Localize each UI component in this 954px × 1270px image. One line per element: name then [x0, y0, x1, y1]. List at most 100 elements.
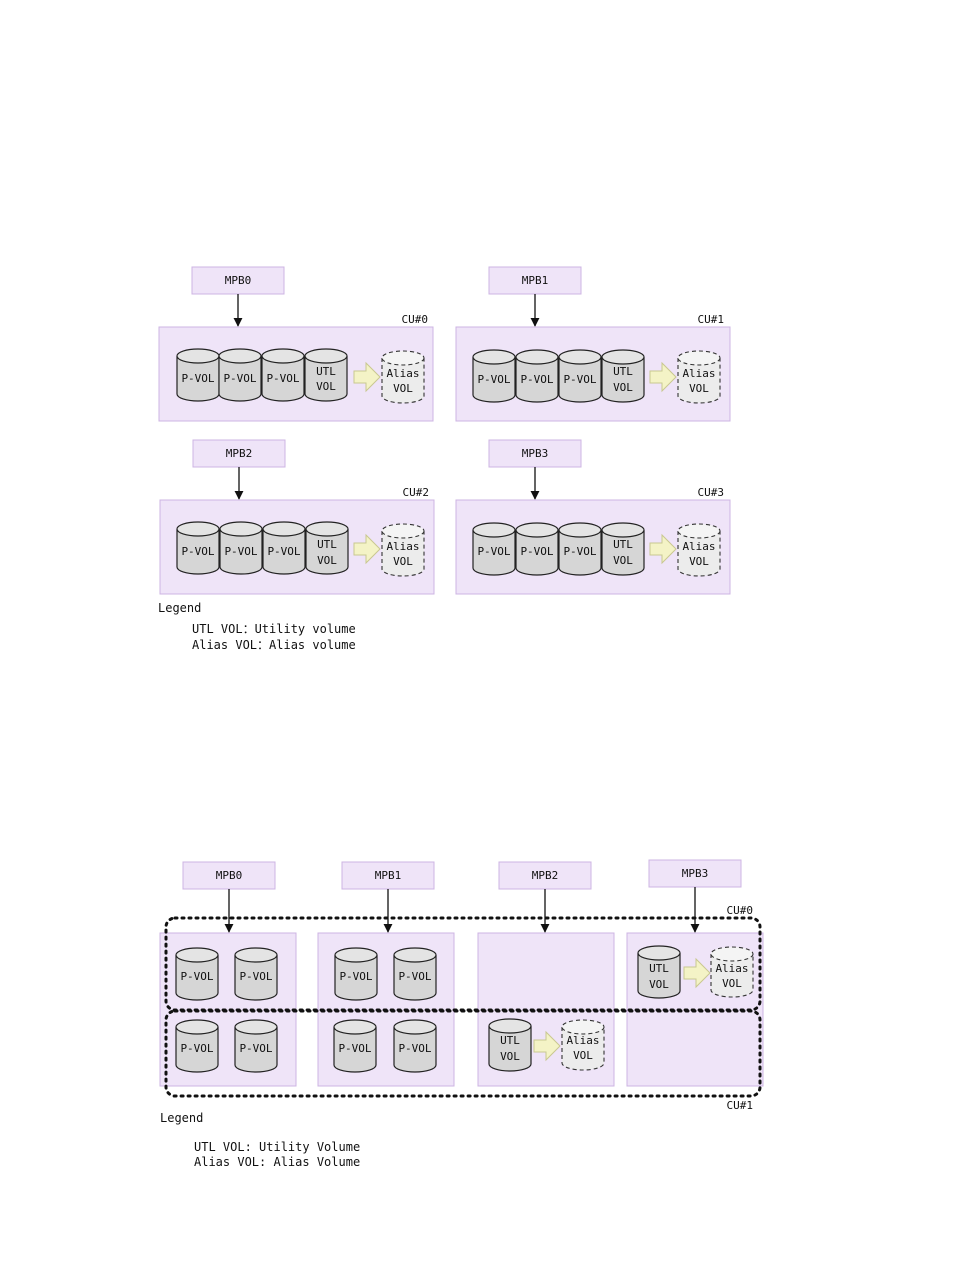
cu2-alias-line2: VOL: [393, 555, 413, 568]
cu3-utl-line1: UTL: [613, 538, 633, 551]
d2-mpb2-alias-vol: Alias VOL: [561, 1019, 605, 1071]
mpb0-label: MPB0: [225, 274, 252, 287]
cu3-alias-vol: Alias VOL: [677, 523, 721, 577]
d2-mpb0-top-pvol-2: P-VOL: [234, 947, 278, 1001]
cu0-transfer-arrow: [353, 361, 381, 393]
d2-mpb0-box: [182, 861, 276, 890]
cu3-pvol-1: P-VOL: [472, 522, 516, 576]
legend-1-title: Legend: [158, 601, 201, 615]
cu0-pvol-1: P-VOL: [176, 348, 220, 402]
d2-mpb3-alias-vol: Alias VOL: [710, 946, 754, 998]
legend-2-title: Legend: [160, 1111, 203, 1125]
d2-mpb3-transfer-arrow: [683, 957, 711, 989]
d2-mpb0-top-pvol-1-label: P-VOL: [180, 970, 213, 983]
cu0-alias-vol: Alias VOL: [381, 350, 425, 404]
mpb3-box: [488, 439, 582, 468]
legend-2-line-2: Alias VOL: Alias Volume: [194, 1155, 360, 1169]
cu2-pvol-3: P-VOL: [262, 521, 306, 575]
cu2-utl-line2: VOL: [317, 554, 337, 567]
cu2-utl-vol: UTL VOL: [305, 521, 349, 575]
d2-mpb1-bottom-pvol-2-label: P-VOL: [398, 1042, 431, 1055]
d2-mpb0-bottom-pvol-2-label: P-VOL: [239, 1042, 272, 1055]
cu0-pvol-2-label: P-VOL: [223, 372, 256, 385]
cu2-volumes: P-VOL P-VOL P-VOL UTL VOL: [176, 521, 425, 577]
cu1-alias-line1: Alias: [682, 367, 715, 380]
d2-mpb0-bottom-pvol-2: P-VOL: [234, 1019, 278, 1073]
d2-mpb1-top-pvol-1: P-VOL: [334, 947, 378, 1001]
d2-mpb3-alias-line2: VOL: [722, 977, 742, 990]
cu1-utl-vol: UTL VOL: [601, 349, 645, 403]
cu1-utl-line2: VOL: [613, 381, 633, 394]
cu1-label: CU#1: [698, 313, 725, 326]
cu3-pvol-2-label: P-VOL: [520, 545, 553, 558]
cu0-pvol-3-label: P-VOL: [266, 372, 299, 385]
mpb0-box: [191, 266, 285, 295]
legend-2-line-1: UTL VOL: Utility Volume: [194, 1140, 360, 1154]
d2-mpb1-top-pvol-2: P-VOL: [393, 947, 437, 1001]
d2-mpb2-transfer-arrow: [533, 1030, 561, 1062]
d2-mpb1-bottom-pvol-1-label: P-VOL: [338, 1042, 371, 1055]
cu1-pvol-3: P-VOL: [558, 349, 602, 403]
d2-mpb2-alias-line2: VOL: [573, 1049, 593, 1062]
cu0-utl-vol: UTL VOL: [304, 348, 348, 402]
cu2-transfer-arrow: [353, 533, 381, 565]
d2-mpb2-utl-line2: VOL: [500, 1050, 520, 1063]
cu3-pvol-3-label: P-VOL: [563, 545, 596, 558]
cu3-volumes: P-VOL P-VOL P-VOL UTL VOL: [472, 522, 721, 577]
cu1-pvol-1-label: P-VOL: [477, 373, 510, 386]
diagram-2: MPB0 MPB1 MPB2 MPB3 CU#0 CU#1 P-VOL P-VO…: [159, 859, 764, 1169]
cu2-alias-line1: Alias: [386, 540, 419, 553]
d2-mpb1-top-pvol-2-label: P-VOL: [398, 970, 431, 983]
cu1-pvol-2-label: P-VOL: [520, 373, 553, 386]
d2-mpb2-label: MPB2: [532, 869, 559, 882]
cu2-pvol-1-label: P-VOL: [181, 545, 214, 558]
d2-mpb0-top-pvol-1: P-VOL: [175, 947, 219, 1001]
cu3-alias-line2: VOL: [689, 555, 709, 568]
d2-mpb3-label: MPB3: [682, 867, 709, 880]
d2-mpb1-label: MPB1: [375, 869, 402, 882]
d2-mpb0-top-pvol-2-label: P-VOL: [239, 970, 272, 983]
cu1-alias-line2: VOL: [689, 382, 709, 395]
cu0-pvol-2: P-VOL: [218, 348, 262, 402]
d2-mpb0-bottom-pvol-1-label: P-VOL: [180, 1042, 213, 1055]
d2-mpb1-box: [341, 861, 435, 890]
cu3-alias-line1: Alias: [682, 540, 715, 553]
d2-mpb1-bottom-pvol-1: P-VOL: [333, 1019, 377, 1073]
mpb1-label: MPB1: [522, 274, 549, 287]
d2-mpb2-alias-line1: Alias: [566, 1034, 599, 1047]
cu1-transfer-arrow: [649, 361, 677, 393]
cu2-label: CU#2: [403, 486, 430, 499]
cu3-transfer-arrow: [649, 533, 677, 565]
cu0-alias-line2: VOL: [393, 382, 413, 395]
cu0-alias-line1: Alias: [386, 367, 419, 380]
cu2-pvol-3-label: P-VOL: [267, 545, 300, 558]
d2-cu1-label: CU#1: [727, 1099, 754, 1112]
mpb3-label: MPB3: [522, 447, 549, 460]
cu1-pvol-3-label: P-VOL: [563, 373, 596, 386]
cu1-utl-line1: UTL: [613, 365, 633, 378]
d2-mpb2-utl-vol: UTL VOL: [488, 1018, 532, 1072]
cu0-utl-line1: UTL: [316, 365, 336, 378]
cu2-pvol-2-label: P-VOL: [224, 545, 257, 558]
cu3-label: CU#3: [698, 486, 725, 499]
diagram-1: MPB0 MPB1 MPB2 MPB3 CU#0 CU#1 CU#2 CU#3 …: [158, 266, 731, 652]
cu2-pvol-2: P-VOL: [219, 521, 263, 575]
cu0-volumes: P-VOL P-VOL P-VOL UTL VOL: [176, 348, 425, 404]
cu1-pvol-2: P-VOL: [515, 349, 559, 403]
d2-mpb0-bottom-pvol-1: P-VOL: [175, 1019, 219, 1073]
cu1-alias-vol: Alias VOL: [677, 350, 721, 404]
d2-mpb1-top-pvol-1-label: P-VOL: [339, 970, 372, 983]
d2-mpb2-box: [498, 861, 592, 890]
cu0-label: CU#0: [402, 313, 429, 326]
legend-1-line-1: UTL VOL：Utility volume: [192, 622, 356, 636]
cu2-utl-line1: UTL: [317, 538, 337, 551]
mpb2-label: MPB2: [226, 447, 253, 460]
cu0-pvol-1-label: P-VOL: [181, 372, 214, 385]
cu1-volumes: P-VOL P-VOL P-VOL UTL VOL: [472, 349, 721, 404]
cu3-utl-line2: VOL: [613, 554, 633, 567]
cu3-pvol-2: P-VOL: [515, 522, 559, 576]
cu0-utl-line2: VOL: [316, 380, 336, 393]
d2-mpb3-utl-line2: VOL: [649, 978, 669, 991]
cu0-pvol-3: P-VOL: [261, 348, 305, 402]
